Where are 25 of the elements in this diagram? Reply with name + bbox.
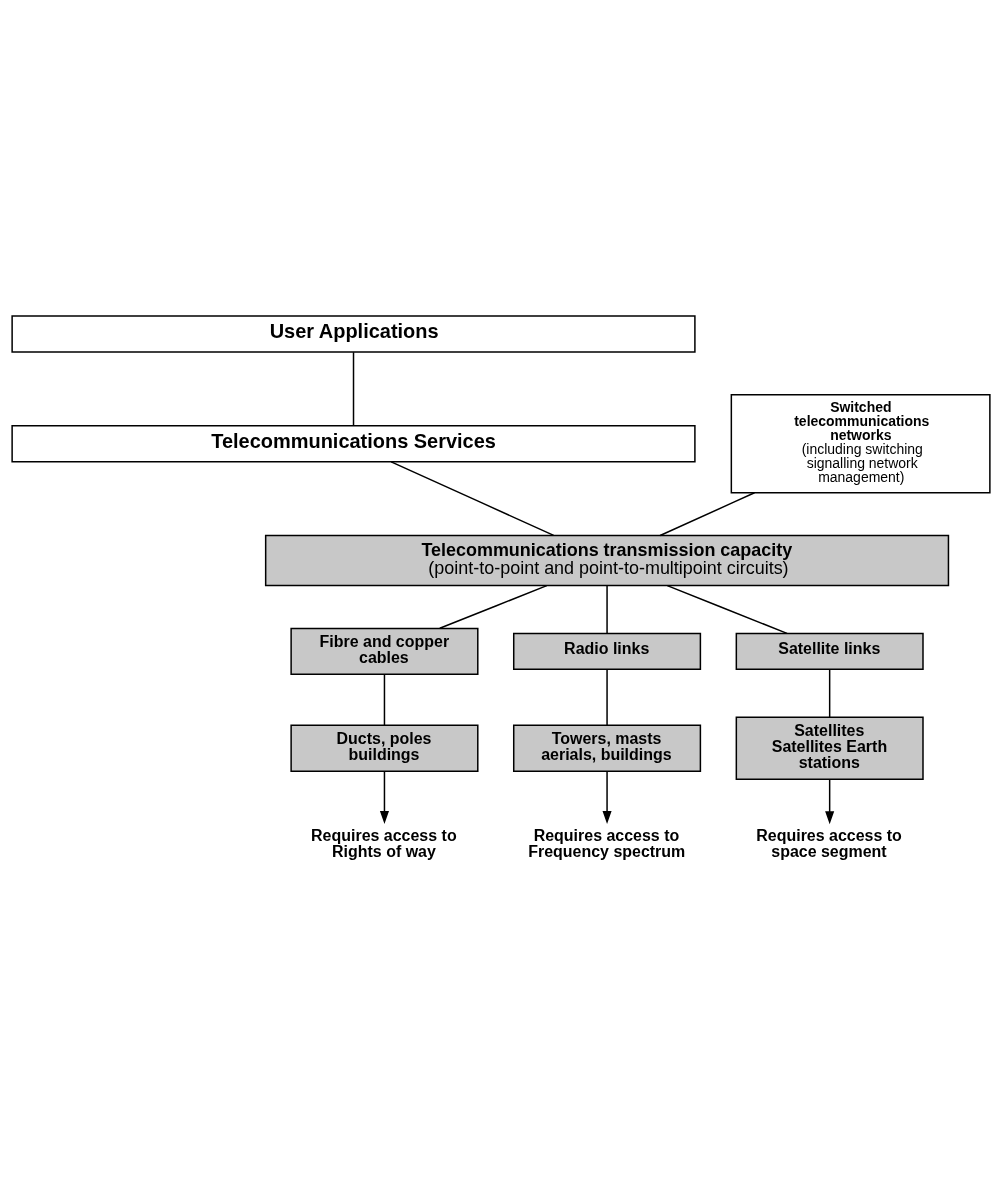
connector <box>606 584 608 634</box>
node-box: Satellites Satellites Earth stations <box>735 716 924 780</box>
connector <box>390 460 555 536</box>
connector <box>352 351 355 426</box>
arrow <box>379 769 389 824</box>
node-box: Satellite links <box>735 632 924 670</box>
node-box: Towers, masts aerials, buildings <box>513 724 702 772</box>
node-box: Telecommunications transmission capacity (point-to-point and point-to-multipoint circuits) <box>264 534 950 586</box>
node-box: Telecommunications Services <box>11 424 696 462</box>
connector <box>606 668 608 726</box>
connector <box>659 491 756 536</box>
arrow <box>602 769 612 824</box>
connector <box>828 668 831 718</box>
connector <box>439 584 548 629</box>
node-text: Requires access to Rights of way <box>311 826 457 860</box>
node-box: Switched telecommunications networks (including switching signalling network management) <box>730 393 991 493</box>
node-box: User Applications <box>11 314 696 353</box>
node-box: Radio links <box>513 632 702 670</box>
connector <box>383 673 386 726</box>
node-box: Ducts, poles buildings <box>290 724 479 772</box>
node-text: Requires access to space segment <box>756 826 902 860</box>
arrow <box>825 778 835 824</box>
node-box: Fibre and copper cables <box>290 627 479 675</box>
connector <box>666 584 788 634</box>
node-text: Requires access to Frequency spectrum <box>528 826 686 860</box>
